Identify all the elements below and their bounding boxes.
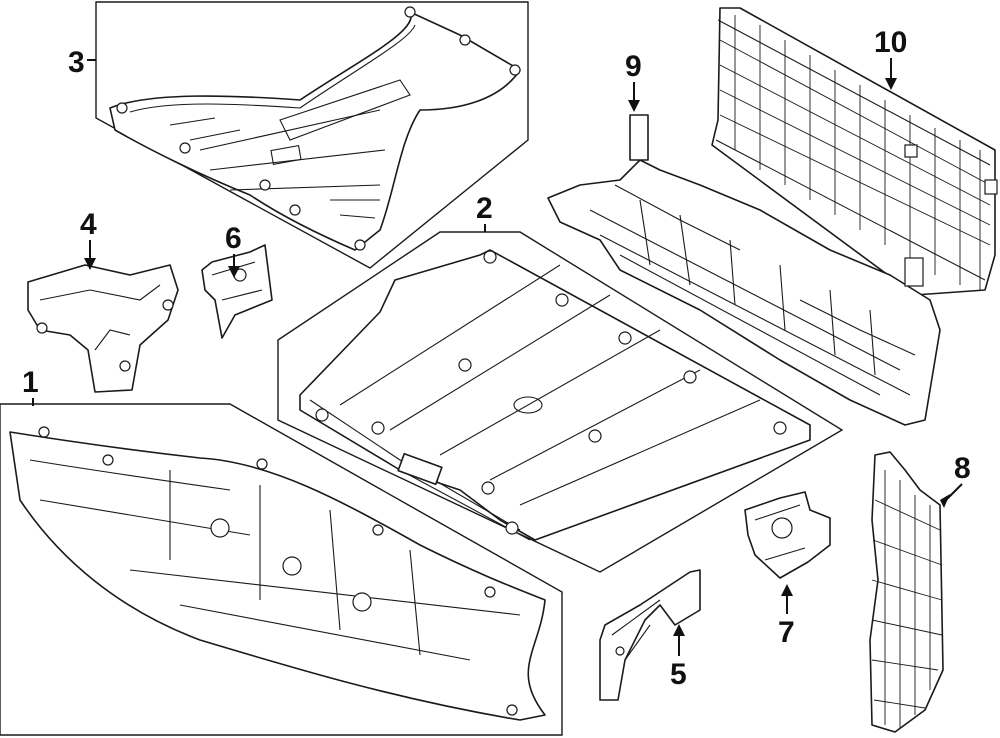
callout-7: 7	[778, 584, 795, 649]
callout-label-6: 6	[225, 222, 242, 255]
callout-label-4: 4	[80, 208, 97, 241]
part-2-center-undertray	[277, 231, 844, 573]
callout-3: 3	[68, 46, 96, 79]
part-6-small-bracket	[201, 244, 273, 339]
callout-5: 5	[670, 624, 687, 691]
callout-6: 6	[225, 222, 242, 278]
callout-label-5: 5	[670, 658, 687, 691]
callout-1: 1	[22, 366, 39, 406]
part-4-bracket	[27, 264, 179, 393]
callout-label-3: 3	[68, 46, 85, 79]
part-1-front-undertray	[0, 403, 563, 736]
callout-8: 8	[940, 452, 971, 508]
callout-label-8: 8	[954, 452, 971, 485]
callout-2: 2	[476, 192, 493, 232]
callout-label-2: 2	[476, 192, 493, 225]
part-10-grille-panel	[711, 7, 998, 296]
callout-label-9: 9	[625, 50, 642, 83]
callout-label-10: 10	[874, 26, 907, 59]
callout-10: 10	[874, 26, 907, 90]
callout-label-7: 7	[778, 616, 795, 649]
part-7-shield	[744, 491, 831, 579]
part-5-lower-bracket	[599, 569, 701, 701]
callout-4: 4	[80, 208, 97, 270]
part-9-radiator-support	[547, 114, 941, 426]
callout-label-1: 1	[22, 366, 39, 399]
part-3-undertray-panel	[95, 1, 529, 269]
part-8-air-guide	[869, 451, 944, 733]
callout-9: 9	[625, 50, 642, 112]
